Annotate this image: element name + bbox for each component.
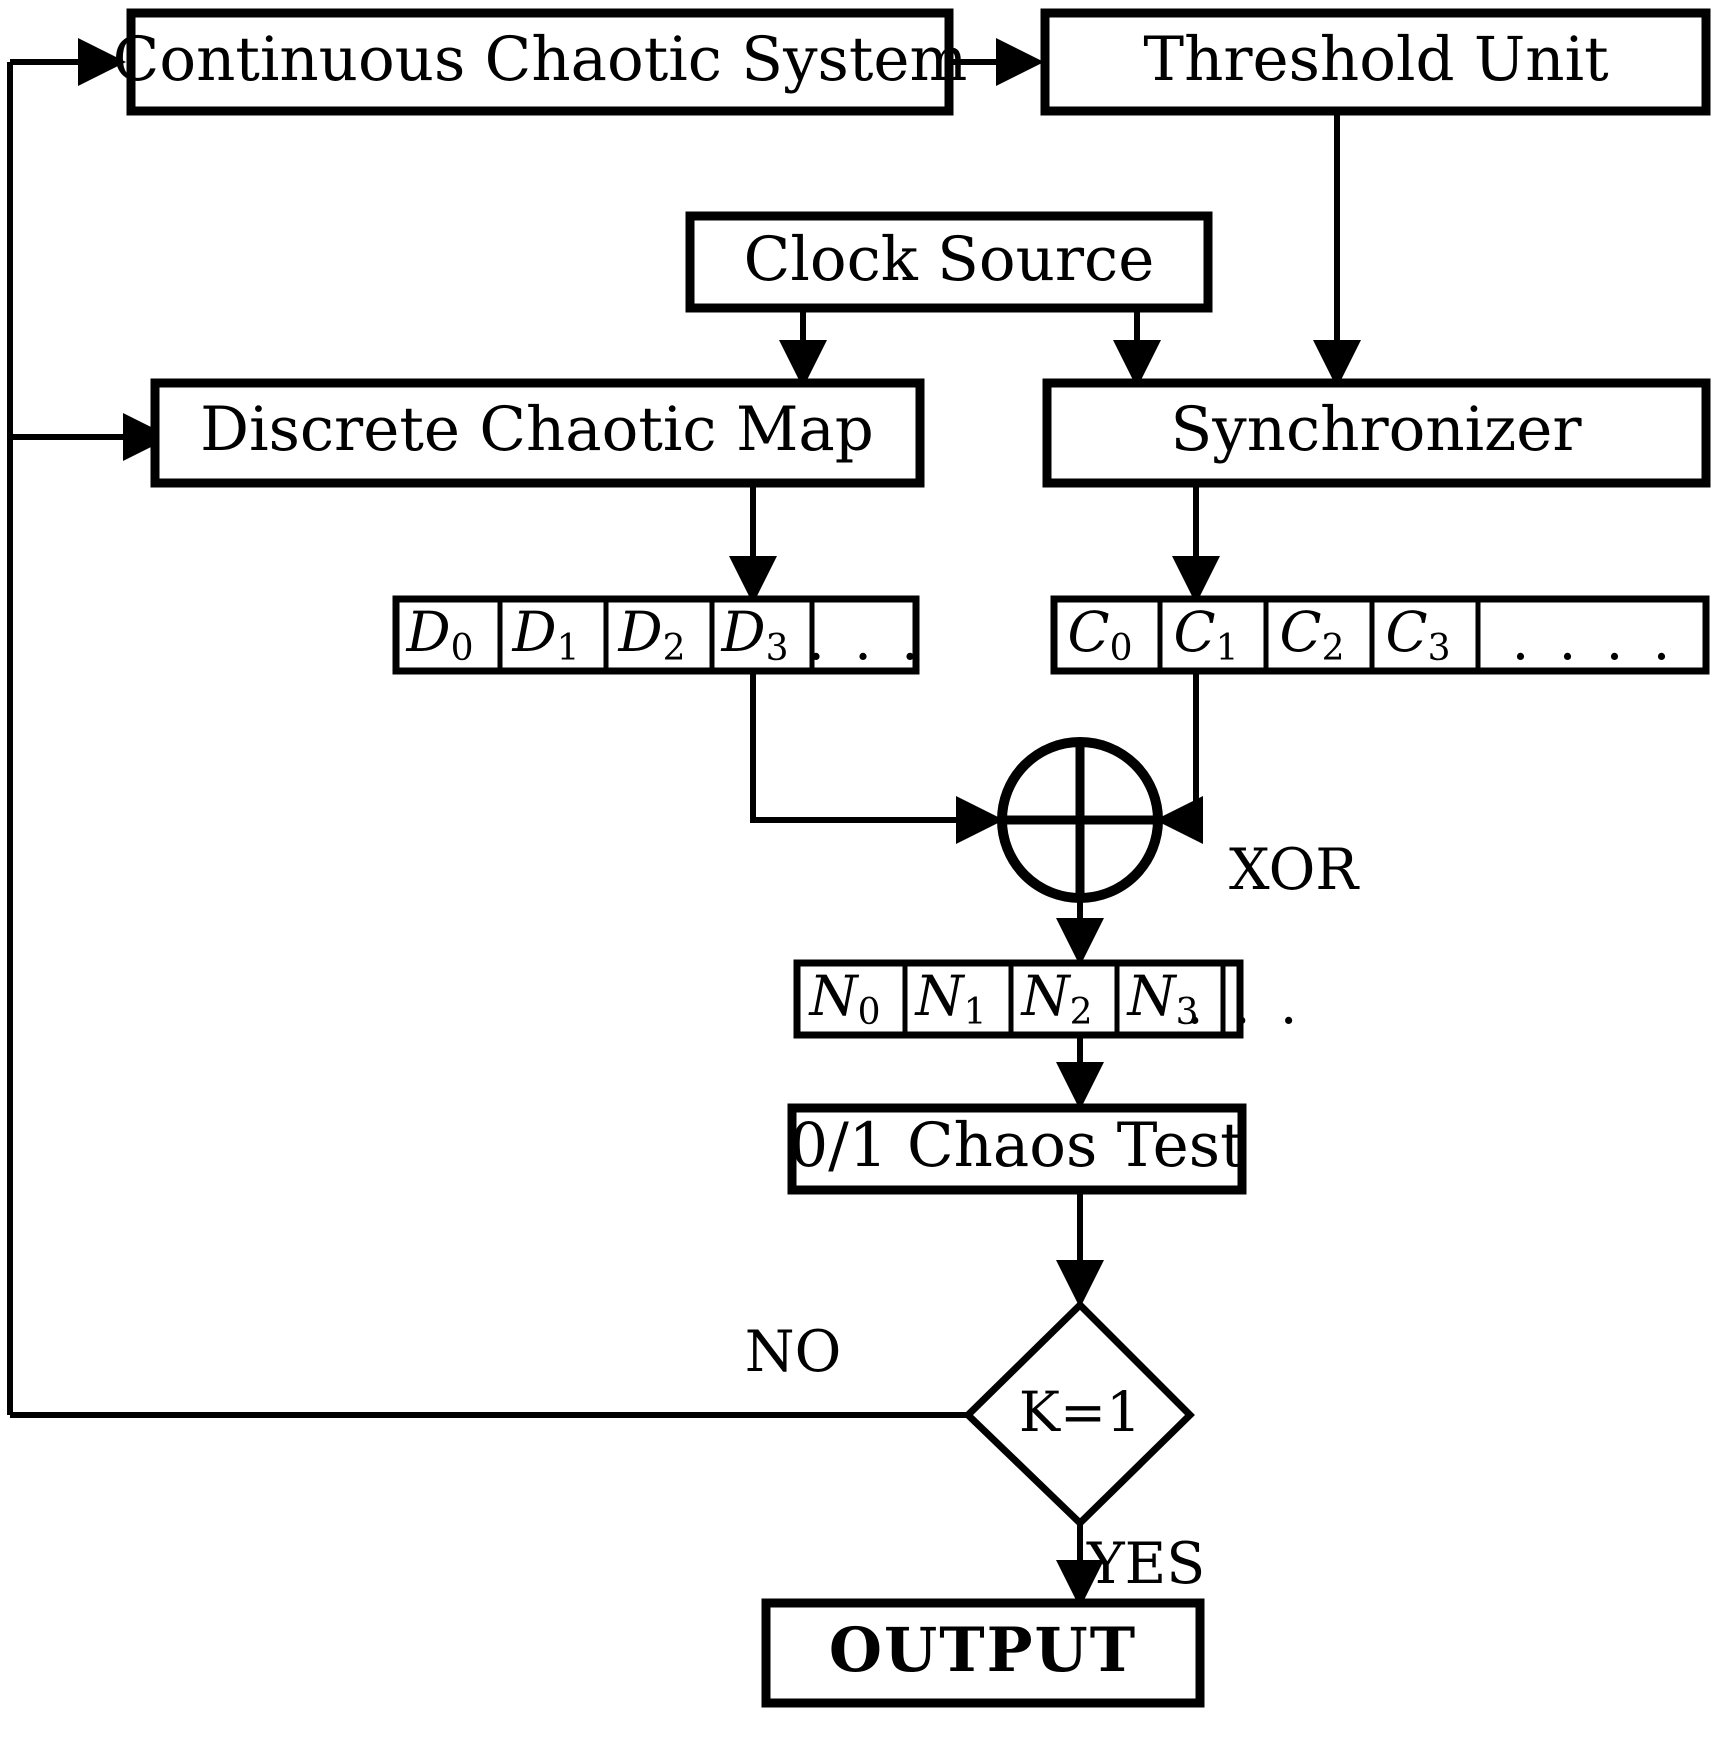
array-cell-d3: D3 [720, 600, 788, 669]
array-cell-n1: N1 [913, 964, 986, 1033]
array-c-sequence[interactable]: C0 C1 C2 C3 . . . . [1050, 595, 1710, 675]
array-cell-n0: N0 [807, 964, 880, 1033]
block-synchronizer[interactable]: Synchronizer [1042, 378, 1711, 488]
block-label-synchronizer: Synchronizer [1170, 394, 1582, 465]
array-cell-c1: C1 [1174, 600, 1239, 669]
decision-label: K=1 [1019, 1380, 1141, 1444]
decision-diamond[interactable]: K=1 [962, 1300, 1195, 1528]
block-label-continuous-chaotic-system: Continuous Chaotic System [113, 24, 968, 95]
array-cell-n3: N3 [1125, 964, 1198, 1033]
block-discrete-chaotic-map[interactable]: Discrete Chaotic Map [150, 378, 925, 488]
block-clock-source[interactable]: Clock Source [685, 211, 1213, 313]
block-label-chaos-test: 0/1 Chaos Test [789, 1110, 1245, 1181]
array-cell-d0: D0 [405, 600, 473, 669]
array-cell-n2: N2 [1019, 964, 1092, 1033]
block-continuous-chaotic-system[interactable]: Continuous Chaotic System [113, 8, 968, 116]
array-n-sequence[interactable]: N0 N1 N2 N3 . . . [793, 959, 1303, 1039]
array-cell-c2: C2 [1280, 600, 1345, 669]
edge-label-no: NO [745, 1319, 842, 1385]
connector-c-array-to-xor [1155, 636, 1203, 844]
block-label-threshold-unit: Threshold Unit [1143, 24, 1609, 95]
array-cell-c0: C0 [1068, 600, 1133, 669]
block-threshold-unit[interactable]: Threshold Unit [1040, 8, 1711, 116]
array-d-sequence[interactable]: D0 D1 D2 D3 . . . [392, 595, 925, 675]
array-ellipsis-d: . . . [807, 608, 924, 672]
block-output[interactable]: OUTPUT [761, 1598, 1205, 1708]
array-cell-d1: D1 [511, 600, 579, 669]
xor-gate[interactable]: XOR [997, 737, 1360, 903]
block-label-output: OUTPUT [829, 1615, 1137, 1686]
edge-label-yes: YES [1086, 1531, 1205, 1597]
array-ellipsis-c: . . . . [1512, 608, 1676, 672]
array-ellipsis-n: . . . [1186, 972, 1303, 1036]
xor-gate-label: XOR [1229, 837, 1360, 903]
connector-d-array-to-xor [750, 636, 1004, 844]
array-cell-c3: C3 [1386, 600, 1451, 669]
block-chaos-test[interactable]: 0/1 Chaos Test [787, 1103, 1247, 1195]
array-cell-d2: D2 [617, 600, 685, 669]
block-label-clock-source: Clock Source [744, 224, 1155, 295]
block-label-discrete-chaotic-map: Discrete Chaotic Map [200, 394, 874, 465]
